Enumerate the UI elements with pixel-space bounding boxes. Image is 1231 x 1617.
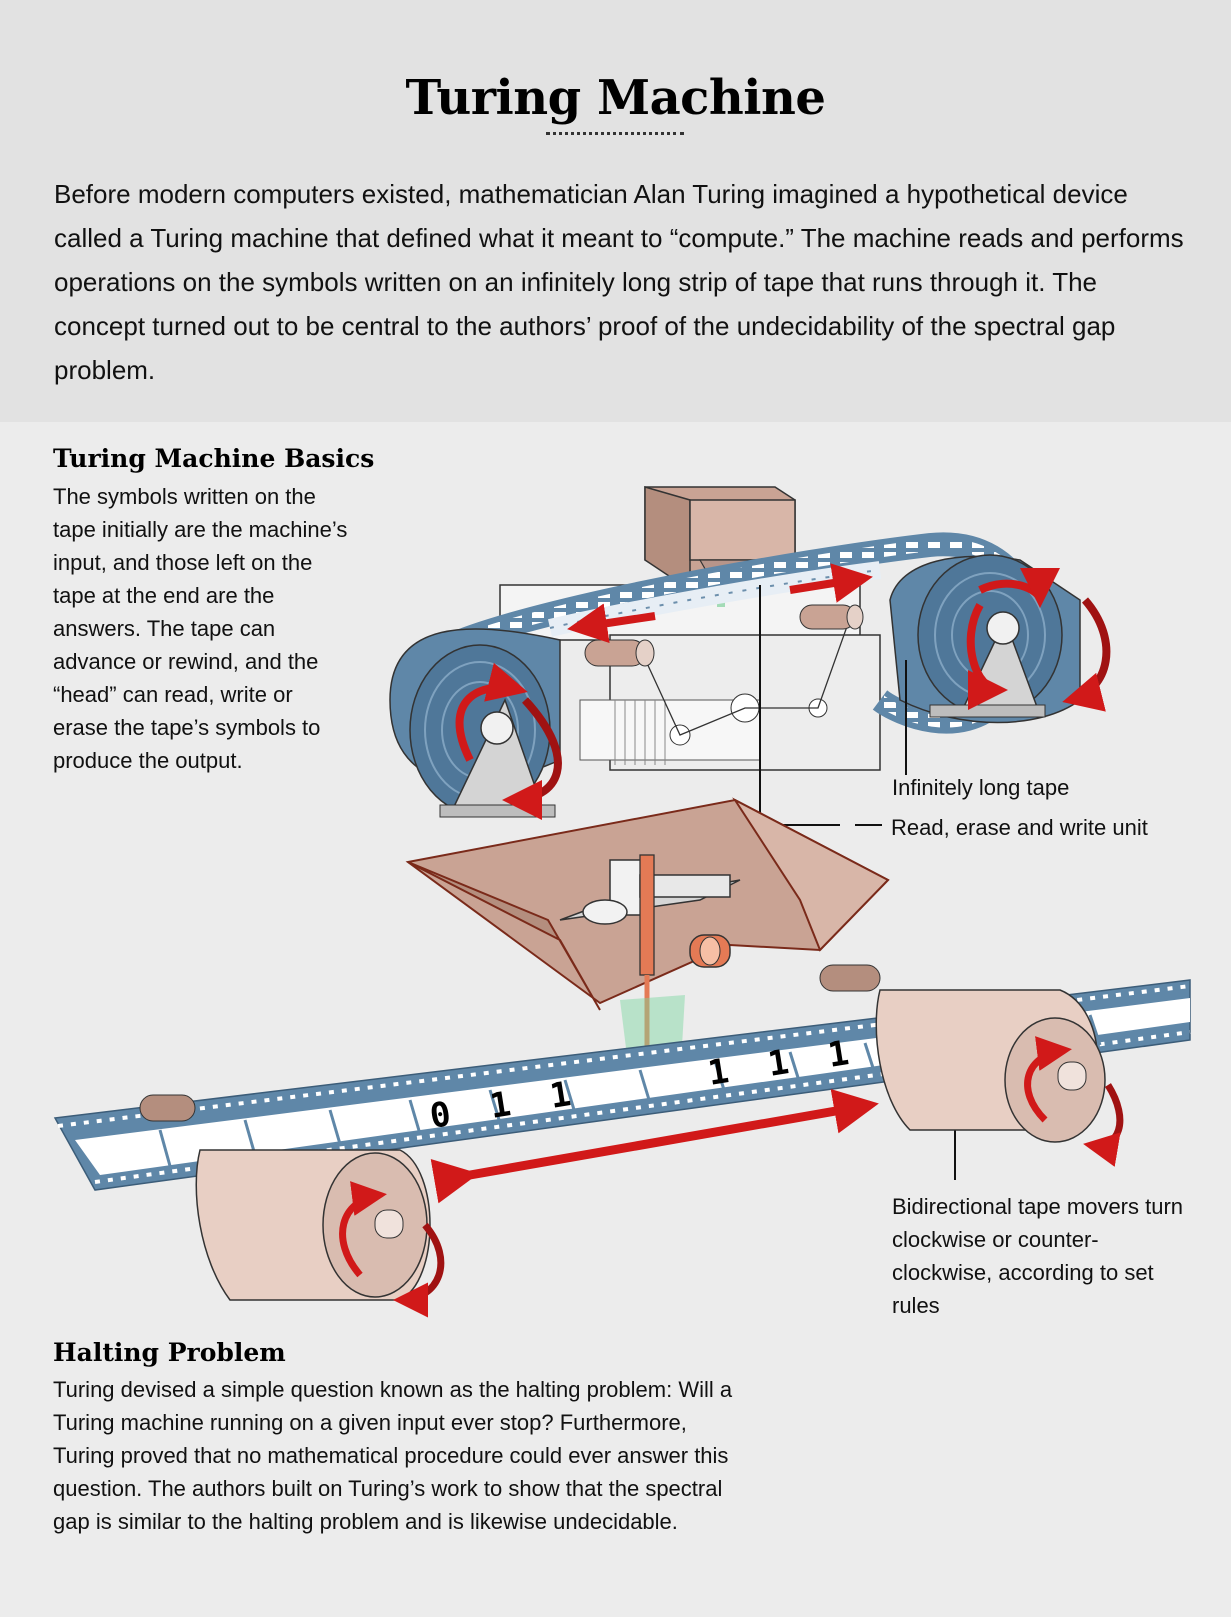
right-tape-mover (819, 964, 1124, 1167)
label-read-write-unit: Read, erase and write unit (891, 815, 1148, 840)
bidirectional-arrow (430, 1089, 879, 1204)
halting-title: Halting Problem (53, 1338, 286, 1367)
basics-text: The symbols written on the tape initiall… (53, 484, 348, 773)
basics-title: Turing Machine Basics (53, 444, 375, 473)
header-panel (0, 0, 1231, 422)
label-tape-movers: Bidirectional tape movers turn clockwise… (892, 1194, 1184, 1318)
left-tape-mover (139, 1094, 445, 1318)
guide-rollers (584, 604, 864, 667)
intro-paragraph: Before modern computers existed, mathema… (54, 179, 1184, 385)
title-divider (546, 132, 684, 135)
page-title: Turing Machine (405, 70, 826, 127)
label-infinite-tape: Infinitely long tape (892, 775, 1070, 800)
top-direction-arrows (455, 563, 1111, 820)
right-tape-spool (889, 554, 1081, 724)
halting-text: Turing devised a simple question known a… (53, 1377, 733, 1534)
left-tape-spool (389, 628, 561, 818)
